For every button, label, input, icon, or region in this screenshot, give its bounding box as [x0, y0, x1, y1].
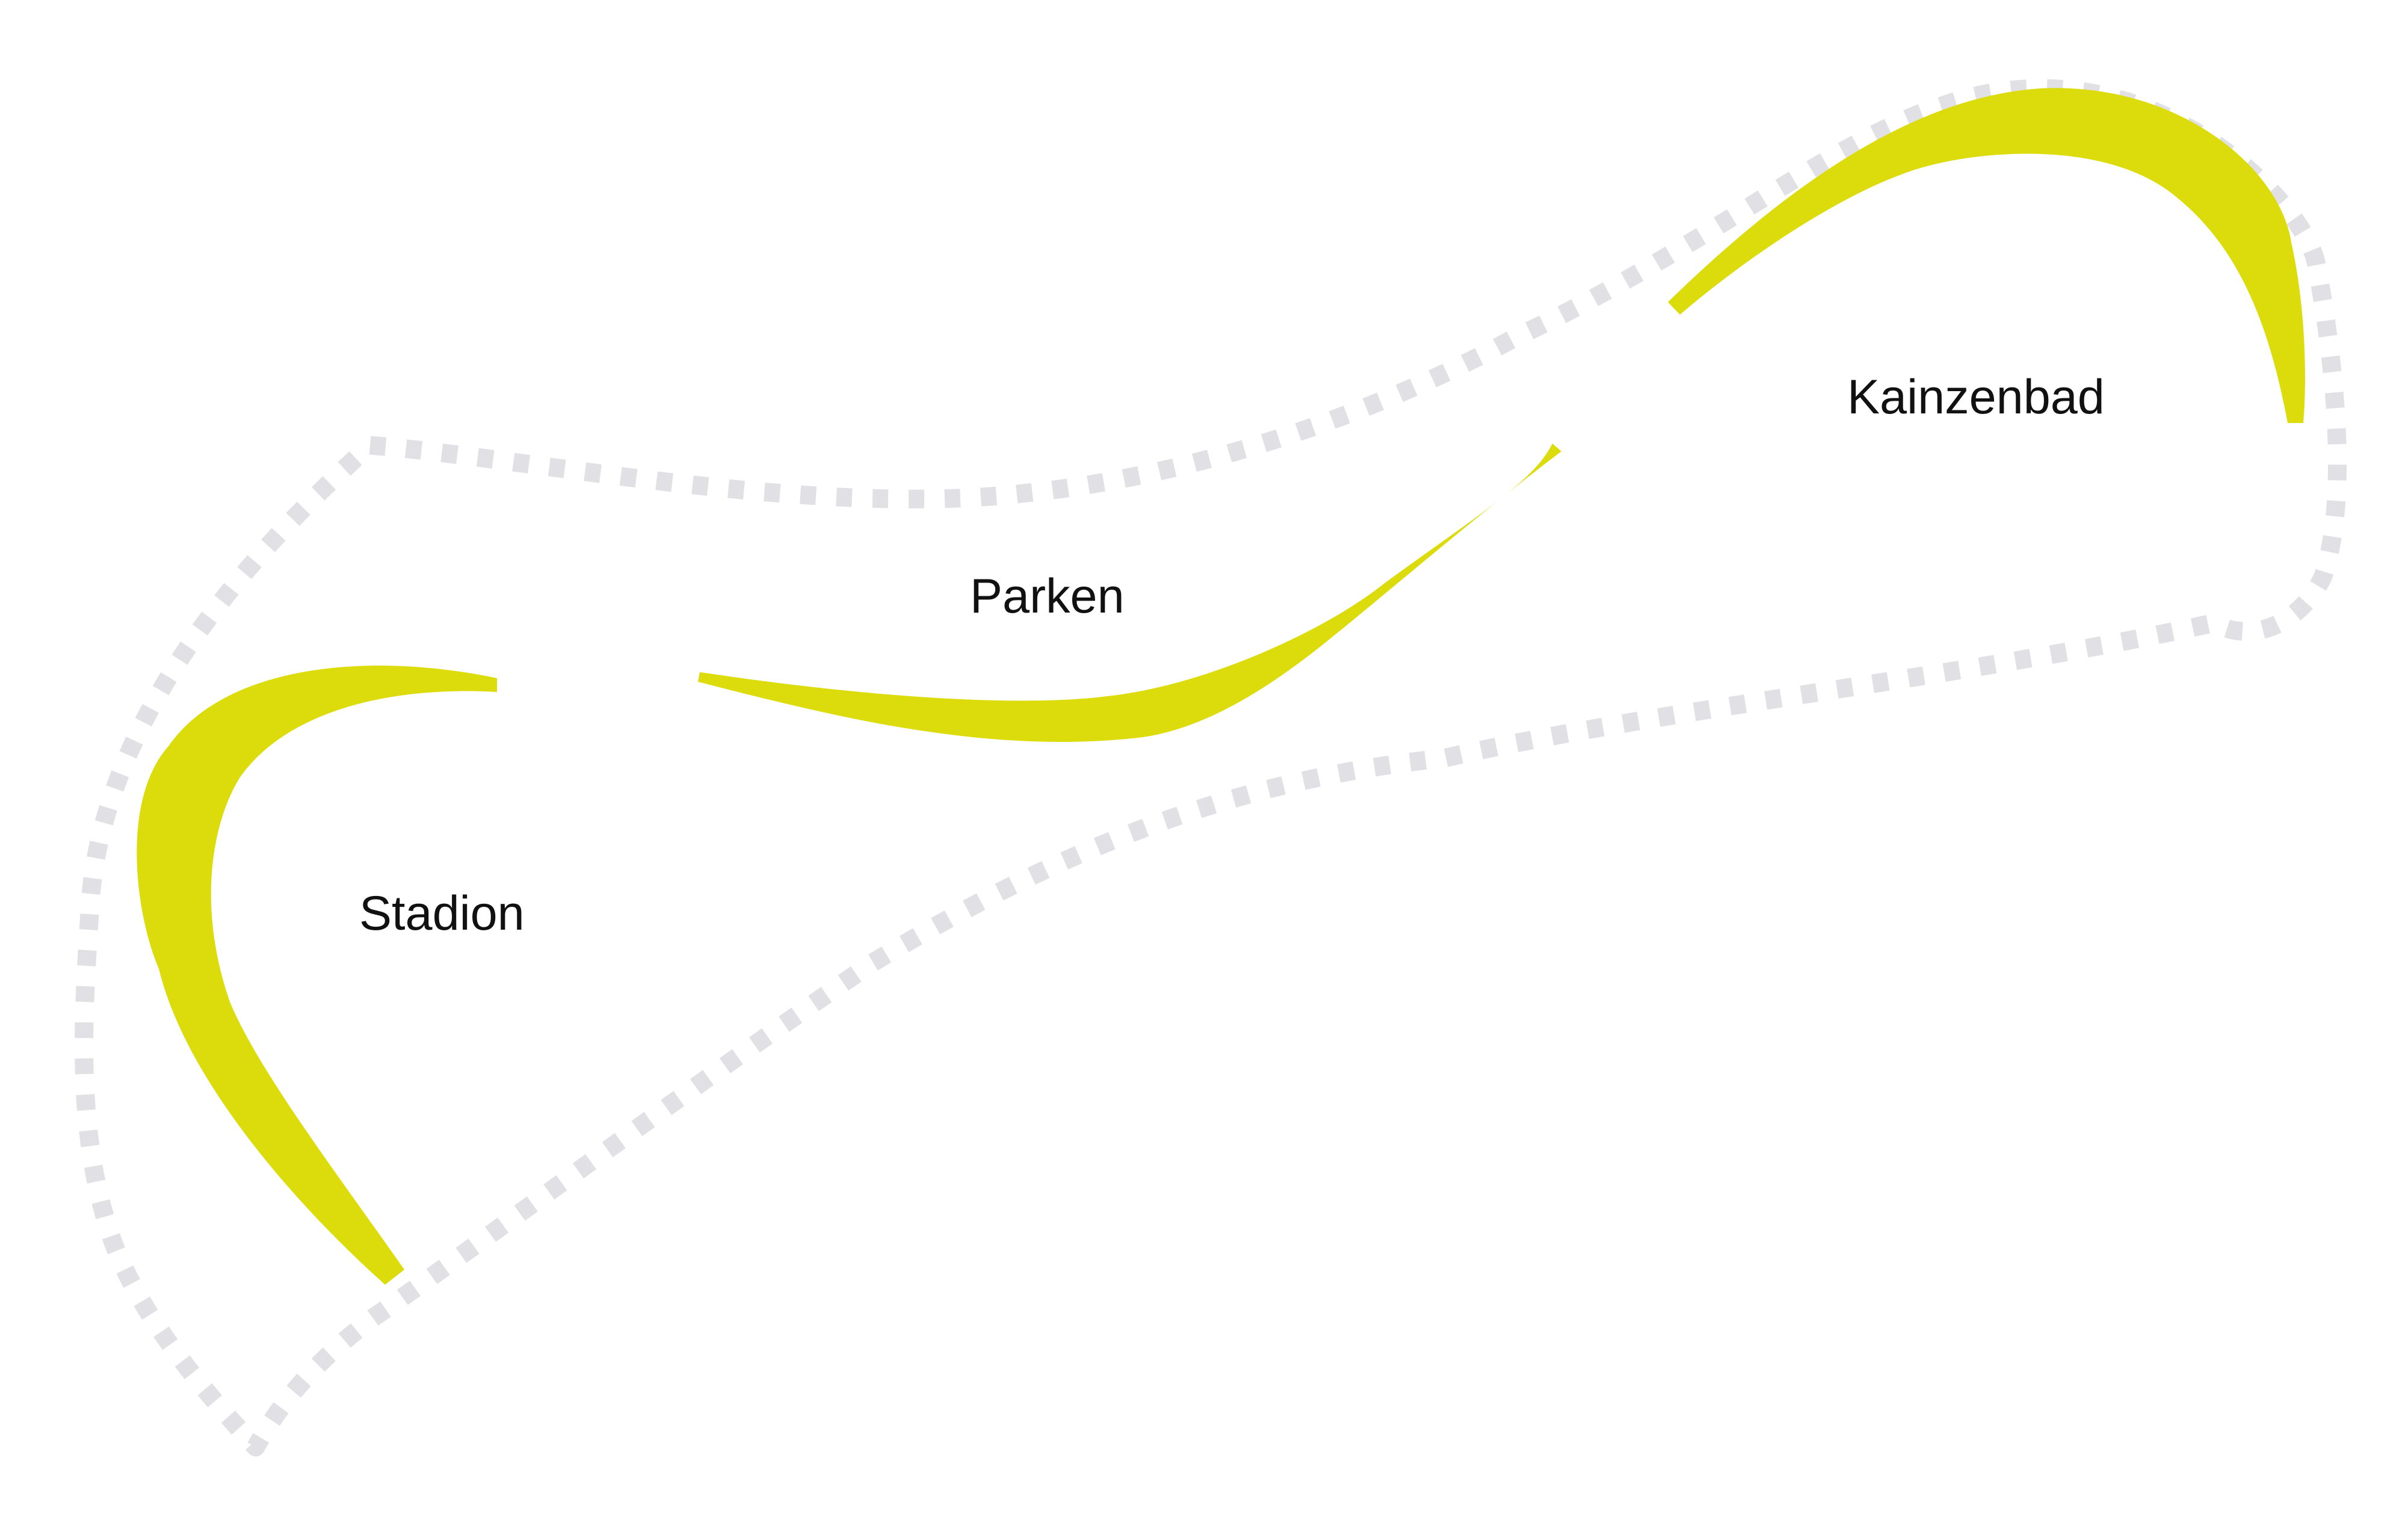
- label-kainzenbad: Kainzenbad: [1847, 370, 2105, 424]
- label-parken: Parken: [970, 569, 1125, 623]
- kainzenbad-crescent: [1668, 88, 2305, 424]
- stadion-crescent: [137, 666, 498, 1285]
- label-stadion: Stadion: [359, 886, 525, 941]
- dotted-boundary-loop: [75, 79, 2347, 1457]
- parken-crescent: [698, 443, 1561, 742]
